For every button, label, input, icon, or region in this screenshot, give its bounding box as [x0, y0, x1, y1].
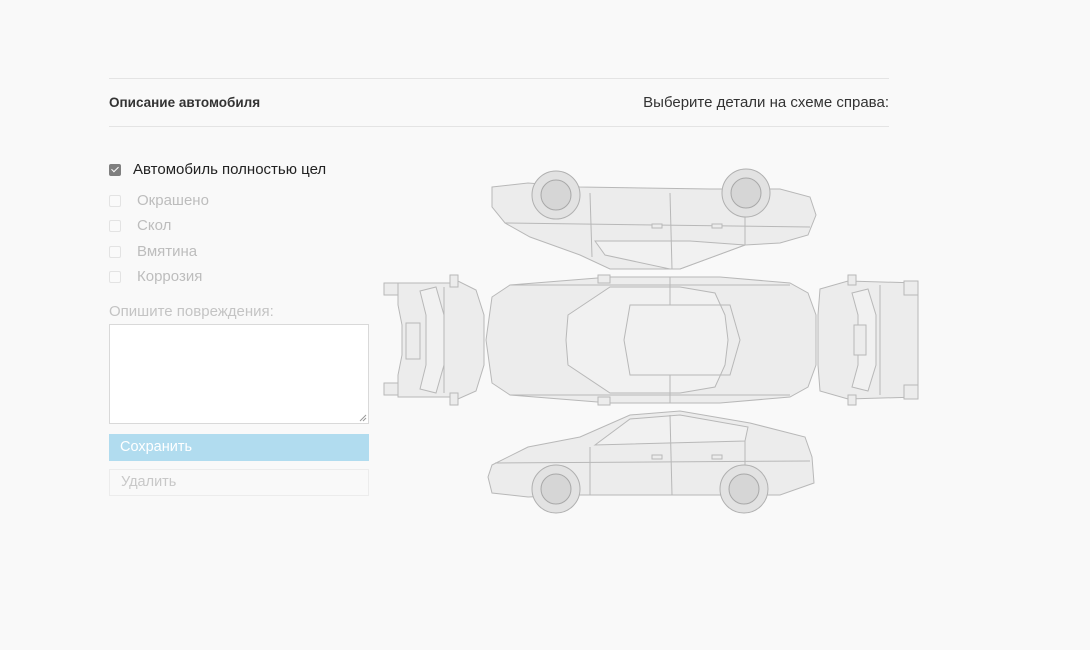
delete-button[interactable]: Удалить	[109, 469, 369, 496]
damage-type-painted[interactable]: Окрашено	[109, 192, 209, 209]
chip-label: Скол	[137, 217, 172, 234]
car-diagram-svg[interactable]	[380, 165, 925, 520]
dent-checkbox[interactable]	[109, 245, 121, 258]
bottom-divider	[109, 126, 889, 127]
resize-grip-icon[interactable]	[359, 414, 367, 422]
damage-description-label: Опишите повреждения:	[109, 303, 274, 320]
painted-label: Окрашено	[137, 192, 209, 209]
intact-label: Автомобиль полностью цел	[133, 161, 327, 178]
damage-type-corrosion[interactable]: Коррозия	[109, 268, 202, 285]
car-rear-view[interactable]	[817, 274, 919, 406]
damage-description-input[interactable]	[109, 324, 369, 424]
damage-type-chip[interactable]: Скол	[109, 217, 171, 234]
damage-type-dent[interactable]: Вмятина	[109, 243, 197, 260]
chip-checkbox[interactable]	[109, 219, 121, 232]
top-divider	[109, 78, 889, 79]
car-top-view[interactable]	[485, 274, 817, 406]
car-side-view-top[interactable]	[491, 168, 817, 270]
intact-checkbox[interactable]	[109, 163, 121, 176]
intact-checkbox-row[interactable]: Автомобиль полностью цел	[109, 161, 326, 178]
corrosion-checkbox[interactable]	[109, 270, 121, 283]
car-side-view-bottom[interactable]	[487, 410, 815, 514]
painted-checkbox[interactable]	[109, 194, 121, 207]
car-diagram[interactable]	[380, 165, 925, 520]
save-button[interactable]: Сохранить	[109, 434, 369, 461]
corrosion-label: Коррозия	[137, 268, 203, 285]
car-front-view[interactable]	[383, 274, 485, 406]
dent-label: Вмятина	[137, 243, 198, 260]
diagram-hint: Выберите детали на схеме справа:	[643, 94, 889, 111]
section-title: Описание автомобиля	[109, 95, 261, 110]
